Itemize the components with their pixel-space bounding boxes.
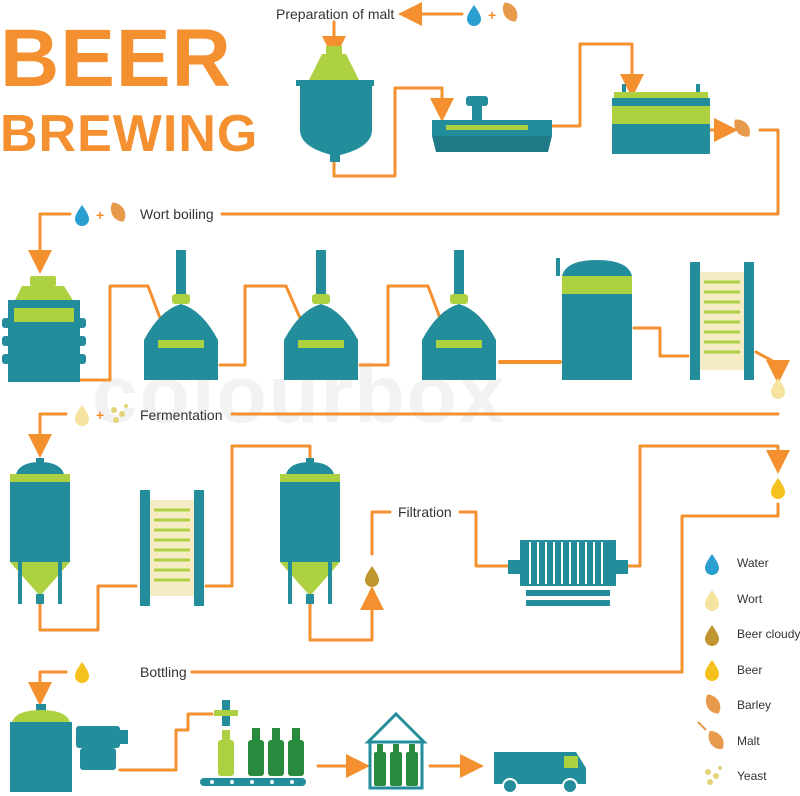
heat-exchanger-2-icon [140,490,204,606]
beer-drop-icon [75,662,89,683]
bright-beer-tank-icon [10,704,128,792]
legend-label: Yeast [737,769,767,783]
legend-water-drop-icon [705,554,719,575]
fermentation-tank-1-icon [10,458,70,604]
title-line-1: BEER [0,13,232,104]
whirlpool-tank-1-icon [144,250,218,380]
svg-text:+: + [96,407,104,423]
water-drop-icon [467,5,481,26]
mash-tun-icon [296,46,374,162]
step-label-wort: Wort boiling [140,206,214,222]
wort-kettle-icon [2,276,86,382]
malt-header-icons: + [467,0,522,26]
heat-exchanger-1-icon [690,262,754,380]
legend-yeast-icon [705,766,722,785]
legend-malt-icon [697,721,728,753]
legend-label: Barley [737,698,772,712]
whirlpool-tank-3-icon [422,250,496,380]
legend-label: Wort [737,592,763,606]
water-drop-icon [75,205,89,226]
wort-drop-icon [75,405,89,426]
malt-mill-icon [432,96,552,152]
barley-icon [106,199,130,225]
bottling-line-icon [200,700,306,786]
barley-icon [730,115,754,141]
step-label-malt: Preparation of malt [276,6,395,22]
legend-icons [697,554,728,785]
storage-tank-icon [556,258,632,380]
legend-label: Beer cloudy [737,627,800,641]
lauter-tun-icon [612,84,710,154]
legend-wort-drop-icon [705,590,719,611]
yeast-icon [111,404,128,423]
legend-label: Water [737,556,769,570]
malt-icon [498,0,522,25]
fermentation-header-icons: + [75,404,128,426]
wort-drop-icon [771,378,785,399]
whirlpool-tank-2-icon [284,250,358,380]
step-label-bottling: Bottling [140,664,187,680]
title-line-2: BREWING [0,105,259,163]
filter-press-icon [508,540,628,606]
svg-text:+: + [488,7,496,23]
legend-beer-drop-icon [705,660,719,681]
legend-label: Beer [737,663,763,677]
step-label-fermentation: Fermentation [140,407,223,423]
svg-text:+: + [96,207,104,223]
delivery-truck-icon [494,752,586,794]
fermentation-tank-2-icon [280,458,340,604]
bottle-crate-icon [364,711,428,790]
legend-beer-cloudy-drop-icon [705,625,719,646]
legend-label: Malt [737,734,760,748]
legend-barley-icon [701,691,725,717]
wort-header-icons: + [75,199,130,226]
beer-drop-icon [771,478,785,499]
step-label-filtration: Filtration [398,504,452,520]
beer-cloudy-drop-icon [365,566,379,587]
process-pipes [28,2,790,778]
